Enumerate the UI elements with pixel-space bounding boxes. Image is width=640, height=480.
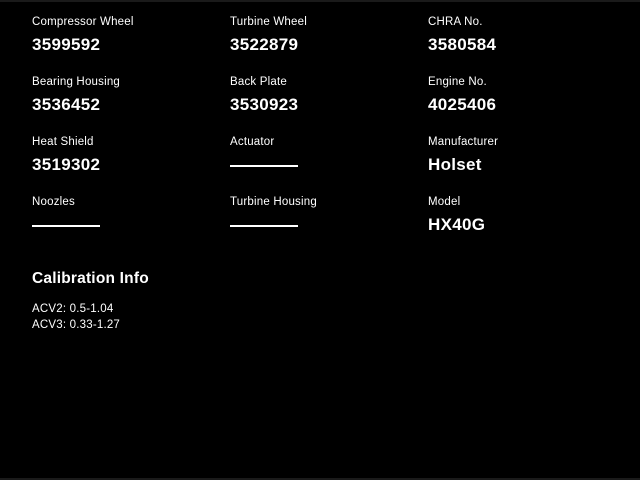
fields-grid: Compressor Wheel 3599592 Turbine Wheel 3… [32,16,640,256]
field-turbine-housing: Turbine Housing [230,196,428,256]
field-value: 3580584 [428,35,497,54]
field-label: Turbine Housing [230,196,317,208]
field-manufacturer: Manufacturer Holset [428,136,640,196]
empty-value-line [230,165,298,167]
field-value: 3519302 [32,155,101,174]
field-value: 4025406 [428,95,497,114]
field-value: HX40G [428,215,486,234]
calibration-title: Calibration Info [32,270,149,287]
field-back-plate: Back Plate 3530923 [230,76,428,136]
field-label: CHRA No. [428,16,483,28]
field-label: Back Plate [230,76,287,88]
field-heat-shield: Heat Shield 3519302 [32,136,230,196]
field-value: 3522879 [230,35,299,54]
field-model: Model HX40G [428,196,640,256]
empty-value-line [230,225,298,227]
calibration-section: Calibration Info ACV2: 0.5-1.04 ACV3: 0.… [32,270,640,333]
calibration-acv3: ACV3: 0.33-1.27 [32,319,121,331]
field-label: Bearing Housing [32,76,121,88]
field-actuator: Actuator [230,136,428,196]
field-label: Actuator [230,136,275,148]
field-value: 3536452 [32,95,101,114]
field-value: 3599592 [32,35,101,54]
field-label: Model [428,196,461,208]
field-chra-no: CHRA No. 3580584 [428,16,640,76]
field-label: Noozles [32,196,75,208]
calibration-acv2: ACV2: 0.5-1.04 [32,303,114,315]
field-compressor-wheel: Compressor Wheel 3599592 [32,16,230,76]
field-turbine-wheel: Turbine Wheel 3522879 [230,16,428,76]
empty-value-line [32,225,100,227]
field-bearing-housing: Bearing Housing 3536452 [32,76,230,136]
field-noozles: Noozles [32,196,230,256]
field-label: Engine No. [428,76,487,88]
field-engine-no: Engine No. 4025406 [428,76,640,136]
field-label: Compressor Wheel [32,16,134,28]
field-value: Holset [428,155,482,174]
field-value: 3530923 [230,95,299,114]
field-label: Manufacturer [428,136,499,148]
field-label: Heat Shield [32,136,94,148]
field-label: Turbine Wheel [230,16,307,28]
